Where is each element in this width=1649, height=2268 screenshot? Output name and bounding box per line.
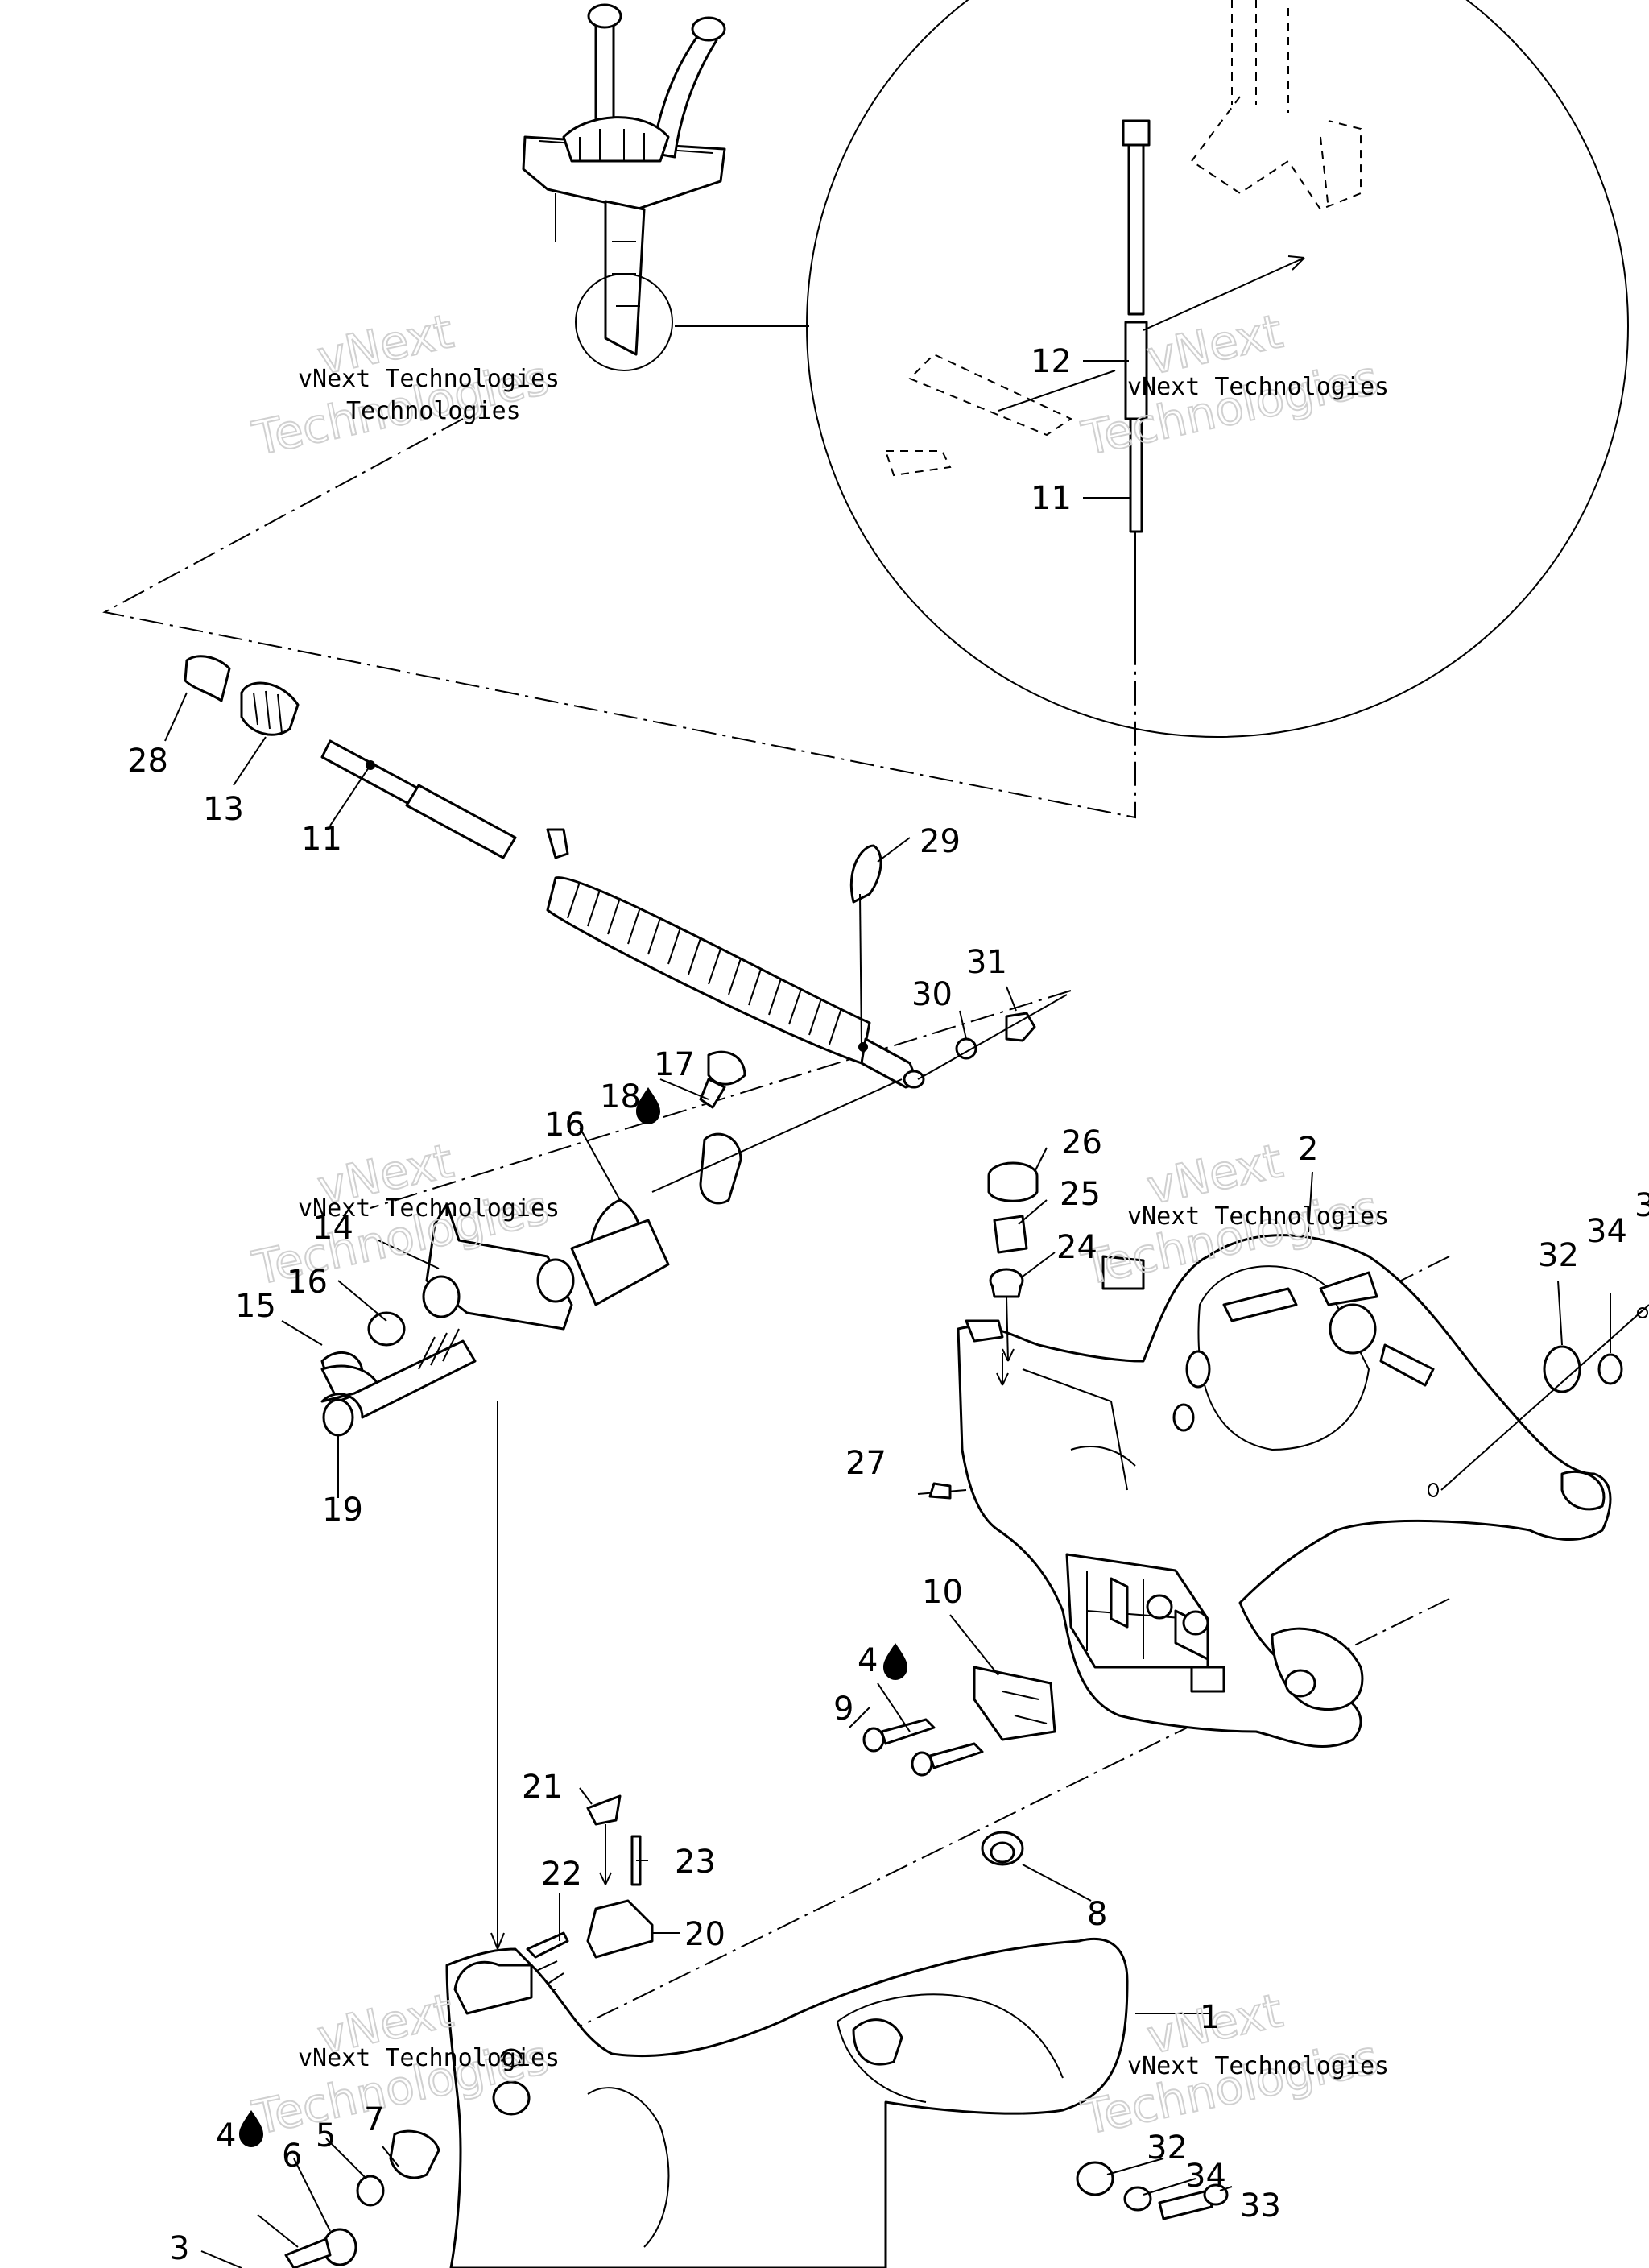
callout-18: 18 xyxy=(600,1078,641,1115)
callout-3: 3 xyxy=(169,2230,189,2267)
shift-cable-assembly xyxy=(184,655,925,1089)
callout-11: 11 xyxy=(1031,480,1072,517)
cover-plate xyxy=(862,1666,1056,1777)
callout-3: 3 xyxy=(1635,1187,1649,1224)
svg-text:vNext Technologies: vNext Technologies xyxy=(298,2044,560,2072)
callout-13: 13 xyxy=(203,791,244,828)
callout-6: 6 xyxy=(282,2138,302,2175)
callout-28: 28 xyxy=(127,743,168,780)
washer-stack-bottom xyxy=(1076,2161,1229,2220)
callout-8: 8 xyxy=(1087,1896,1107,1933)
callout-25: 25 xyxy=(1060,1176,1101,1213)
callout-labels: 12 11 28 13 11 29 30 31 17 18 16 14 16 1… xyxy=(127,343,1649,2267)
bushing-stack xyxy=(987,1161,1039,1362)
svg-text:vNext Technologies: vNext Technologies xyxy=(1127,2052,1389,2080)
callout-1: 1 xyxy=(1200,1999,1220,2036)
swivel-bracket-upper xyxy=(957,1234,1612,1749)
callout-16: 16 xyxy=(544,1107,585,1144)
callout-15: 15 xyxy=(235,1288,276,1325)
callout-34: 34 xyxy=(1185,2158,1226,2195)
callout-29: 29 xyxy=(920,823,961,860)
shift-lever-parts xyxy=(320,1050,903,1437)
callout-26: 26 xyxy=(1061,1124,1102,1161)
callout-33: 33 xyxy=(1240,2187,1281,2225)
callout-9: 9 xyxy=(833,1691,853,1728)
callout-11: 11 xyxy=(301,821,342,858)
callout-32: 32 xyxy=(1538,1237,1579,1274)
detail-circle xyxy=(806,0,1629,738)
svg-text:vNext Technologies: vNext Technologies xyxy=(1127,373,1389,401)
fluid-drop-icon xyxy=(239,2110,263,2147)
callout-19: 19 xyxy=(322,1492,363,1529)
callout-7: 7 xyxy=(364,2101,384,2138)
swivel-bracket-lower xyxy=(445,1937,1129,2268)
detail-callout-small xyxy=(575,273,673,371)
clip-part xyxy=(849,844,882,1052)
svg-text:vNext Technologies: vNext Technologies xyxy=(1127,1202,1389,1231)
callout-30: 30 xyxy=(911,976,953,1013)
callout-14: 14 xyxy=(312,1210,353,1247)
callout-5: 5 xyxy=(316,2117,336,2154)
washer-stack-right xyxy=(1543,1307,1648,1393)
callout-27: 27 xyxy=(845,1445,886,1482)
watermark-1: vNext Technologies vNext Technologies Te… xyxy=(247,303,560,467)
callout-17: 17 xyxy=(654,1046,695,1083)
callout-23: 23 xyxy=(675,1844,716,1881)
svg-text:Technologies: Technologies xyxy=(346,397,521,425)
callout-4: 4 xyxy=(216,2117,236,2154)
callout-20: 20 xyxy=(684,1916,725,1953)
watermark-2: vNext Technologies vNext Technologies xyxy=(1077,303,1389,467)
callout-31: 31 xyxy=(966,944,1007,981)
callout-32: 32 xyxy=(1147,2129,1188,2167)
remote-control-box xyxy=(522,3,726,356)
callout-24: 24 xyxy=(1056,1229,1097,1266)
leader-lines xyxy=(164,692,1611,2268)
callout-2: 2 xyxy=(1298,1131,1318,1168)
svg-text:vNext Technologies: vNext Technologies xyxy=(298,1194,560,1223)
fluid-drop-icon xyxy=(883,1643,907,1680)
nut-part xyxy=(1005,1012,1036,1042)
callout-4: 4 xyxy=(858,1642,878,1679)
fluid-drop-icon xyxy=(636,1087,660,1124)
callout-21: 21 xyxy=(522,1769,563,1806)
callout-22: 22 xyxy=(541,1856,582,1893)
guide-line-center xyxy=(370,990,1072,1209)
bottom-left-parts xyxy=(284,2129,440,2268)
callout-10: 10 xyxy=(922,1574,963,1611)
bushing-part xyxy=(981,1831,1024,1866)
svg-text:vNext Technologies: vNext Technologies xyxy=(298,365,560,393)
callout-16: 16 xyxy=(287,1264,328,1301)
guide-line-cable xyxy=(102,418,1136,819)
callout-34: 34 xyxy=(1586,1213,1627,1250)
callout-12: 12 xyxy=(1031,343,1072,380)
